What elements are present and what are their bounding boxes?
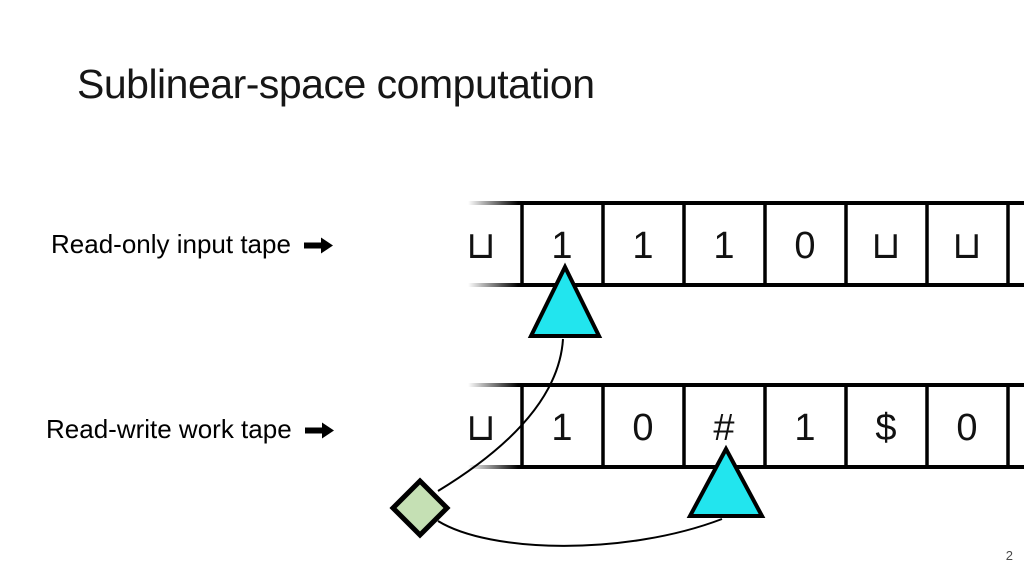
input-tape-cell: ⊔ — [952, 225, 982, 267]
work-tape-cell: 0 — [632, 407, 653, 449]
diamond-state-icon — [389, 477, 451, 539]
input-tape-cell: ⊔ — [871, 225, 901, 267]
right-arrow-icon — [303, 230, 334, 261]
input-head-to-state-connector — [437, 338, 564, 492]
state-to-work-head-connector — [437, 518, 723, 547]
work-tape-cell: 1 — [794, 407, 815, 449]
input-tape-cell: ⊔ — [466, 225, 496, 267]
work-tape — [468, 383, 1024, 469]
work-tape-cells: ⊔ 1 0 # 1 $ 0 — [466, 407, 977, 449]
work-tape-cell: # — [713, 407, 734, 449]
input-tape-cell: 1 — [713, 225, 734, 267]
input-tape-cell-borders — [520, 203, 1010, 285]
input-tape-cell: 0 — [794, 225, 815, 267]
input-tape-cells: ⊔ 1 1 1 0 ⊔ ⊔ — [466, 225, 982, 267]
work-tape-cell: $ — [875, 407, 896, 449]
work-tape-cell: 1 — [551, 407, 572, 449]
page-title: Sublinear-space computation — [77, 61, 595, 107]
work-tape-cell: ⊔ — [466, 407, 496, 449]
work-tape-label-text: Read-write work tape — [46, 413, 292, 444]
input-tape-label-text: Read-only input tape — [51, 228, 291, 259]
triangle-work-head-icon — [686, 444, 766, 518]
work-tape-cell: 0 — [956, 407, 977, 449]
page-number: 2 — [1005, 548, 1013, 563]
input-tape-cell: 1 — [551, 225, 572, 267]
work-tape-label: Read-write work tape — [46, 412, 335, 446]
input-tape-cell: 1 — [632, 225, 653, 267]
work-tape-cell-borders — [520, 385, 1010, 467]
triangle-input-head-icon — [527, 262, 603, 338]
input-tape-label: Read-only input tape — [51, 227, 334, 261]
right-arrow-icon — [304, 415, 335, 446]
